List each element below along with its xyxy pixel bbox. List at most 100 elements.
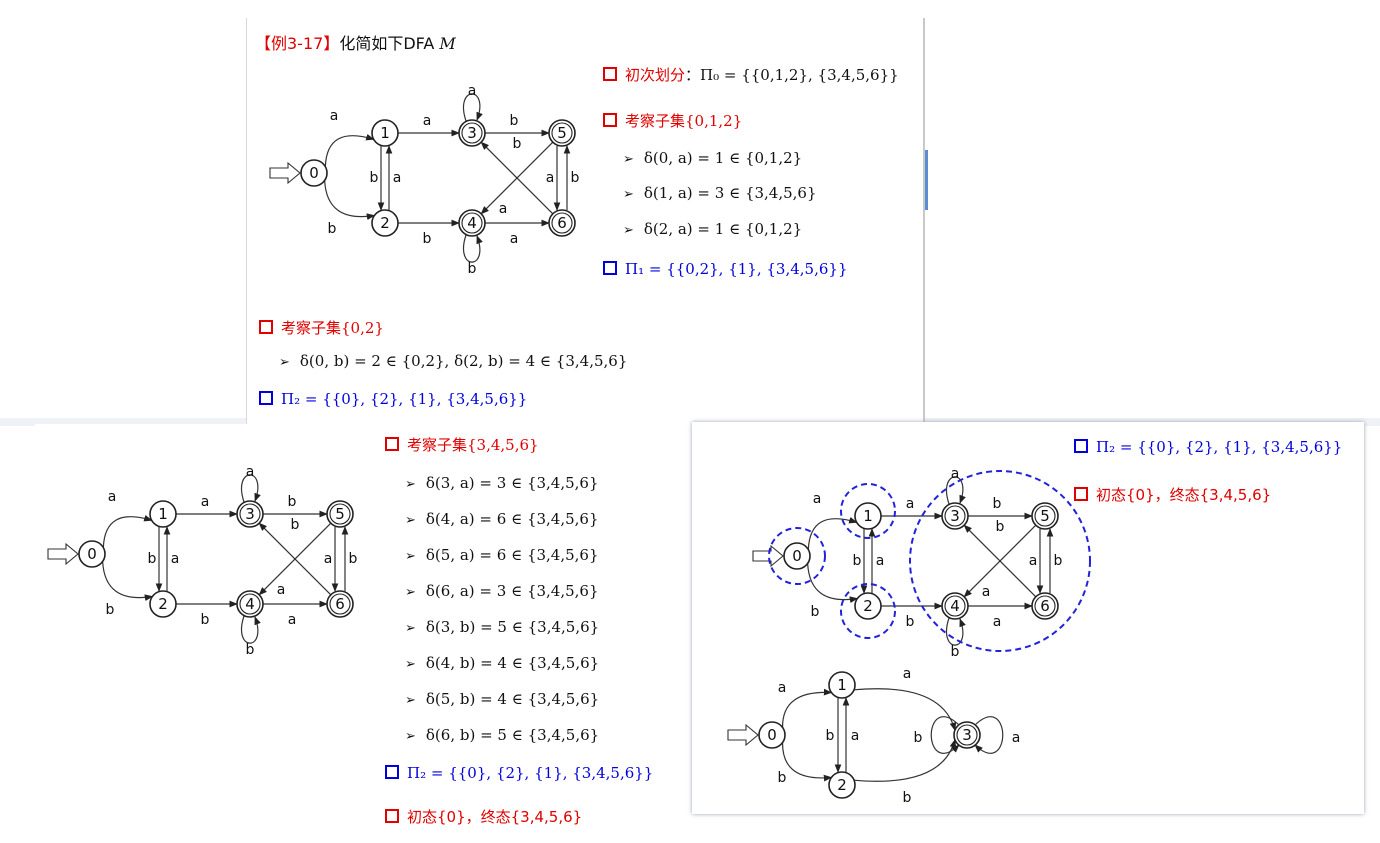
transition-label: a xyxy=(324,551,333,567)
accepting-ring xyxy=(461,122,483,144)
accepting-ring xyxy=(1034,595,1056,617)
transition-label: b xyxy=(423,231,432,247)
transition-label: b xyxy=(288,494,297,510)
accepting-ring xyxy=(329,503,351,525)
partition-group-circle xyxy=(909,470,1091,652)
transition-edge xyxy=(807,516,858,550)
transition-edge xyxy=(854,739,957,782)
state-label: 4 xyxy=(950,597,960,615)
accepting-ring xyxy=(1034,505,1056,527)
state-label: 4 xyxy=(245,595,255,613)
title-m: M xyxy=(439,34,456,53)
state-circle xyxy=(326,500,354,528)
partition-group-circle xyxy=(840,483,896,539)
state-circle xyxy=(458,119,486,147)
state-label: 1 xyxy=(837,676,847,694)
transition-label: a xyxy=(876,553,885,569)
state-label: 6 xyxy=(557,214,567,232)
partition-pi2: Π₂ = {{0}, {2}, {1}, {3,4,5,6}} xyxy=(259,390,527,408)
arrow-bullet-icon: ➢ xyxy=(405,657,416,672)
state-circle xyxy=(953,721,981,749)
initial-partition: 初次划分：Π₀ = {{0,1,2}, {3,4,5,6}} xyxy=(603,64,899,85)
accepting-ring xyxy=(956,724,978,746)
state-label: 6 xyxy=(335,595,345,613)
arrow-bullet-icon: ➢ xyxy=(405,729,416,744)
subset-heading-3456: 考察子集{3,4,5,6} xyxy=(385,434,539,455)
transition-bullet: ➢δ(5, a) = 6 ∈ {3,4,5,6} xyxy=(405,546,599,564)
transition-label: b xyxy=(370,170,379,186)
transition-label: b xyxy=(826,728,835,744)
state-label: 0 xyxy=(792,547,802,565)
transition-label: a xyxy=(951,466,960,482)
transition-label: a xyxy=(468,83,477,99)
square-bullet-icon xyxy=(603,113,617,127)
transition-label: b xyxy=(903,790,912,806)
start-arrow-icon xyxy=(269,161,301,185)
accepting-ring xyxy=(551,212,573,234)
state-circle xyxy=(371,209,399,237)
state-circle xyxy=(758,721,786,749)
accepting-ring xyxy=(239,593,261,615)
transition-bullet: ➢δ(4, a) = 6 ∈ {3,4,5,6} xyxy=(405,510,599,528)
transition-label: a xyxy=(277,582,286,598)
transition-edge xyxy=(946,617,966,646)
state-circle xyxy=(149,500,177,528)
state-label: 5 xyxy=(557,124,567,142)
transition-edge xyxy=(241,615,261,644)
transition-label: b xyxy=(712,660,717,664)
state-circle xyxy=(1031,592,1059,620)
transition-bullet: ➢δ(0, b) = 2 ∈ {0,2}, δ(2, b) = 4 ∈ {3,4… xyxy=(279,352,628,370)
transition-bullet: ➢δ(3, a) = 3 ∈ {3,4,5,6} xyxy=(405,474,599,492)
state-circle xyxy=(458,209,486,237)
state-label: 3 xyxy=(467,124,477,142)
partition-pi1: Π₁ = {{0,2}, {1}, {3,4,5,6}} xyxy=(603,260,848,278)
transition-label: b xyxy=(148,551,157,567)
transition-label: b xyxy=(778,770,787,786)
subset-heading-012: 考察子集{0,1,2} xyxy=(603,110,742,131)
arrow-bullet-icon: ➢ xyxy=(623,152,634,167)
arrow-bullet-icon: ➢ xyxy=(405,549,416,564)
transition-bullet: ➢δ(6, b) = 5 ∈ {3,4,5,6} xyxy=(405,726,600,744)
state-circle xyxy=(854,502,882,530)
state-label: 5 xyxy=(1040,507,1050,525)
slide-title: 【例3-17】化简如下DFA M xyxy=(255,30,456,54)
arrow-bullet-icon: ➢ xyxy=(405,477,416,492)
minimized-dfa-diagram: abababab0123ab xyxy=(712,660,1052,810)
transition-label: b xyxy=(853,553,862,569)
state-label: 1 xyxy=(380,124,390,142)
transition-label: b xyxy=(349,551,358,567)
arrow-bullet-icon: ➢ xyxy=(405,513,416,528)
final-states-label: 初态{0}，终态{3,4,5,6} xyxy=(1074,484,1271,505)
state-circle xyxy=(548,119,576,147)
accepting-ring xyxy=(329,593,351,615)
background-window-edge xyxy=(0,0,1380,14)
transition-label: a xyxy=(982,584,991,600)
transition-label: b xyxy=(914,730,923,746)
transition-label: a xyxy=(423,113,432,129)
transition-label: b xyxy=(246,642,255,658)
start-arrow-icon xyxy=(727,723,759,747)
transition-label: a xyxy=(499,201,508,217)
state-label: 0 xyxy=(309,164,319,182)
state-circle xyxy=(371,119,399,147)
transition-edge xyxy=(854,688,957,731)
transition-label: a xyxy=(288,612,297,628)
transition-label: a xyxy=(171,551,180,567)
state-label: 1 xyxy=(863,507,873,525)
partition-pi2: Π₂ = {{0}, {2}, {1}, {3,4,5,6}} xyxy=(385,764,653,782)
state-label: 5 xyxy=(335,505,345,523)
state-circle xyxy=(236,590,264,618)
state-label: 0 xyxy=(87,545,97,563)
square-bullet-icon xyxy=(259,320,273,334)
square-bullet-icon xyxy=(1074,439,1088,453)
transition-label: b xyxy=(510,113,519,129)
state-circle xyxy=(941,502,969,530)
state-label: 4 xyxy=(467,214,477,232)
arrow-bullet-icon: ➢ xyxy=(405,693,416,708)
square-bullet-icon xyxy=(603,261,617,275)
transition-edge xyxy=(324,180,376,221)
square-bullet-icon xyxy=(385,437,399,451)
self-loop-edge xyxy=(930,716,960,754)
